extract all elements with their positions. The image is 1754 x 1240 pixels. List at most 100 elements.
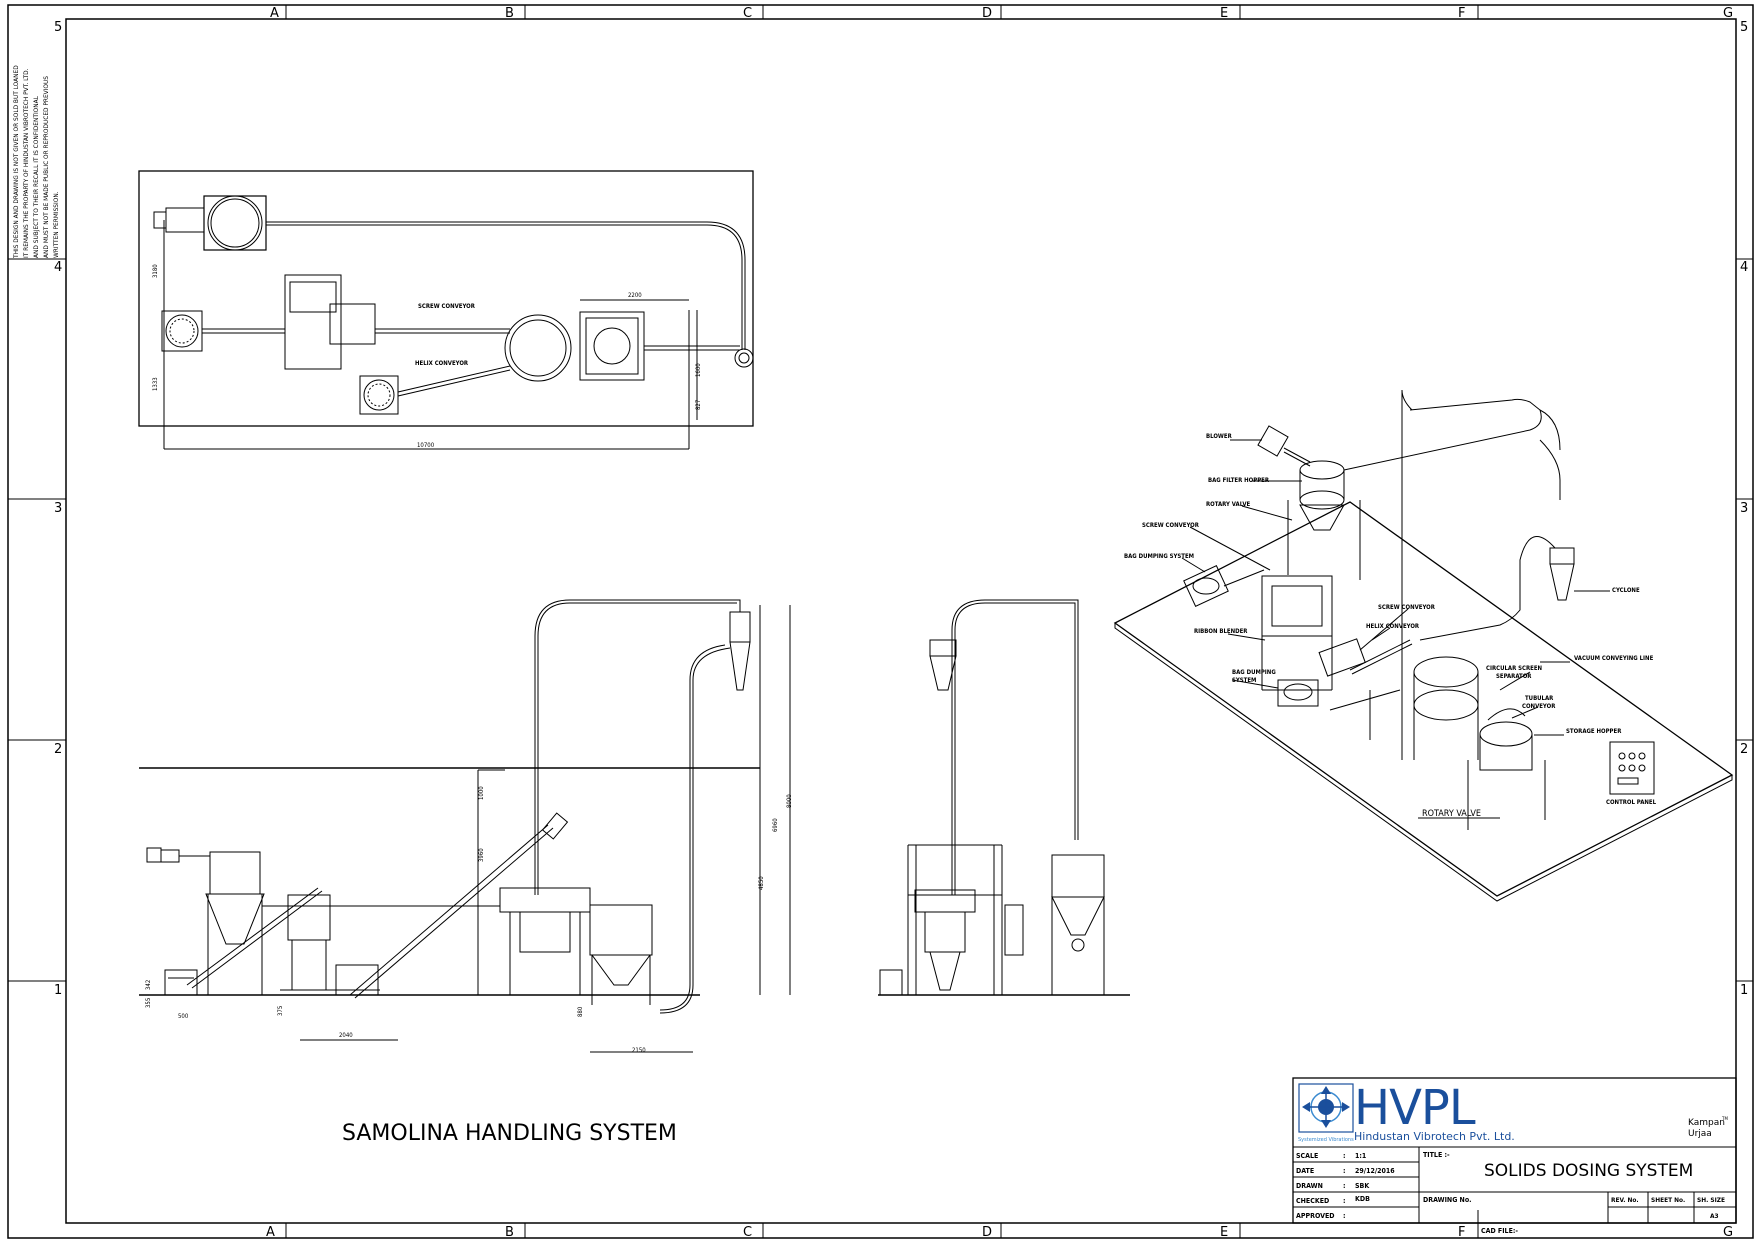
- row-label: 5: [54, 20, 62, 35]
- label-bag-dumping-2: SYSTEM: [1232, 677, 1256, 684]
- notice-line: THIS DESIGN AND DRAWING IS NOT GIVEN OR …: [12, 65, 20, 259]
- label-rotary-valve: ROTARY VALVE: [1422, 809, 1481, 819]
- notice-line: AND MUST NOT BE MADE PUBLIC OR REPRODUCE…: [42, 76, 50, 258]
- dim-6960: 6960: [772, 818, 779, 832]
- col-label: A: [266, 1225, 275, 1240]
- front-elevation: [139, 599, 791, 1053]
- notice-line: IT REMAINS THE PROPARTY OF HINDUSTAN VIB…: [22, 68, 30, 258]
- label-screw-conveyor: SCREW CONVEYOR: [418, 303, 476, 310]
- col-label: G: [1723, 1225, 1733, 1240]
- plan-view-labels: SCREW CONVEYOR HELIX CONVEYOR 3180 1333 …: [152, 264, 702, 449]
- sh-size-label: SH. SIZE: [1697, 1196, 1725, 1204]
- scale-label: SCALE: [1296, 1152, 1318, 1160]
- dim-4850: 4850: [758, 876, 765, 890]
- dim-10700: 10700: [417, 442, 435, 449]
- col-label: D: [982, 1225, 992, 1240]
- date-label: DATE: [1296, 1167, 1314, 1175]
- dim-3180: 3180: [152, 264, 159, 278]
- label-cyclone: CYCLONE: [1612, 587, 1640, 594]
- title-block: Systemized Vibrations HVPL Hindustan Vib…: [1292, 1077, 1737, 1235]
- col-label: E: [1220, 6, 1228, 21]
- drawn-value: SBK: [1355, 1182, 1370, 1190]
- label-circular-separator: CIRCULAR SCREEN: [1486, 665, 1543, 672]
- sh-size-value: A3: [1710, 1212, 1719, 1220]
- col-label: G: [1723, 6, 1733, 21]
- front-elevation-labels: 1000 3960 6960 8000 4850 342 355 500 375…: [145, 786, 793, 1146]
- date-value: 29/12/2016: [1355, 1167, 1395, 1175]
- cad-file-label: CAD FILE:-: [1481, 1227, 1518, 1235]
- approved-label: APPROVED: [1296, 1212, 1335, 1220]
- dim-1333: 1333: [152, 377, 159, 391]
- col-label: F: [1458, 1225, 1465, 1240]
- scale-value: 1:1: [1355, 1152, 1366, 1160]
- dim-2200: 2200: [628, 292, 642, 299]
- plan-view: [138, 170, 754, 450]
- border-frame: A B C D E F G A B C D E F G 5 4 3 2 1 5 …: [7, 4, 1754, 1240]
- dim-1000: 1000: [478, 786, 485, 800]
- col-label: E: [1220, 1225, 1228, 1240]
- row-label: 3: [1740, 501, 1748, 516]
- logo-tagline: Systemized Vibrations: [1298, 1137, 1354, 1143]
- notice-line: WRITTEN PERMISSION.: [52, 191, 60, 258]
- rev-no-label: REV. No.: [1611, 1196, 1639, 1204]
- scale-sep: :: [1343, 1152, 1346, 1160]
- label-screw-conveyor-2: SCREW CONVEYOR: [1378, 604, 1436, 611]
- dim-1600: 1600: [695, 363, 702, 377]
- dim-355: 355: [145, 998, 152, 1008]
- hvpl-logo-icon: [1298, 1083, 1354, 1133]
- isometric-view: [1113, 389, 1734, 902]
- col-label: F: [1458, 6, 1465, 21]
- row-label: 2: [54, 742, 62, 757]
- dim-500: 500: [178, 1013, 189, 1020]
- row-label: 5: [1740, 20, 1748, 35]
- label-bag-filter-hopper: BAG FILTER HOPPER: [1208, 477, 1270, 484]
- notice-line: AND SUBJECT TO THEIR RECALL IT IS CONFID…: [32, 95, 40, 258]
- label-vacuum-line: VACUUM CONVEYING LINE: [1574, 655, 1654, 662]
- label-bag-dumping-2: BAG DUMPING: [1232, 669, 1276, 676]
- row-label: 3: [54, 501, 62, 516]
- label-helix-conveyor: HELIX CONVEYOR: [1366, 623, 1420, 630]
- label-helix-conveyor: HELIX CONVEYOR: [415, 360, 469, 367]
- confidential-notice: THIS DESIGN AND DRAWING IS NOT GIVEN OR …: [12, 65, 60, 259]
- label-screw-conveyor: SCREW CONVEYOR: [1142, 522, 1200, 529]
- brand-kampan: Kampan: [1688, 1118, 1725, 1128]
- elevation-title: SAMOLINA HANDLING SYSTEM: [342, 1121, 677, 1146]
- drawn-sep: :: [1343, 1182, 1346, 1190]
- drawing-no-label: DRAWING No.: [1423, 1196, 1472, 1204]
- brand-tm: TM: [1721, 1116, 1728, 1121]
- row-label: 2: [1740, 742, 1748, 757]
- label-circular-separator: SEPARATOR: [1496, 673, 1532, 680]
- logo-text: HVPL: [1354, 1080, 1476, 1136]
- col-label: C: [743, 1225, 752, 1240]
- dim-2150: 2150: [632, 1047, 646, 1054]
- checked-sep: :: [1343, 1197, 1346, 1205]
- approved-sep: :: [1343, 1212, 1346, 1220]
- label-rotary-valve-top: ROTARY VALVE: [1206, 501, 1250, 508]
- dim-827: 827: [695, 400, 702, 410]
- label-tubular-conveyor: CONVEYOR: [1522, 703, 1556, 710]
- checked-label: CHECKED: [1296, 1197, 1329, 1205]
- sheet-no-label: SHEET No.: [1651, 1196, 1685, 1204]
- brand-urjaa: Urjaa: [1688, 1129, 1712, 1139]
- label-blower: BLOWER: [1206, 433, 1233, 440]
- dim-8000: 8000: [786, 794, 793, 808]
- dim-3960: 3960: [478, 848, 485, 862]
- col-label: D: [982, 6, 992, 21]
- row-label: 4: [54, 260, 62, 275]
- drawing-title: SOLIDS DOSING SYSTEM: [1484, 1161, 1693, 1181]
- label-ribbon-blender: RIBBON BLENDER: [1194, 628, 1248, 635]
- label-tubular-conveyor: TUBULAR: [1525, 695, 1554, 702]
- col-label: B: [505, 6, 514, 21]
- checked-value: KDB: [1355, 1195, 1370, 1203]
- dim-2040: 2040: [339, 1032, 353, 1039]
- col-label: B: [505, 1225, 514, 1240]
- col-label: A: [270, 6, 279, 21]
- col-label: C: [743, 6, 752, 21]
- label-storage-hopper: STORAGE HOPPER: [1566, 728, 1622, 735]
- date-sep: :: [1343, 1167, 1346, 1175]
- dim-342: 342: [145, 980, 152, 990]
- company-name: Hindustan Vibrotech Pvt. Ltd.: [1354, 1130, 1515, 1143]
- title-label: TITLE :-: [1423, 1151, 1450, 1159]
- side-elevation: [878, 599, 1130, 996]
